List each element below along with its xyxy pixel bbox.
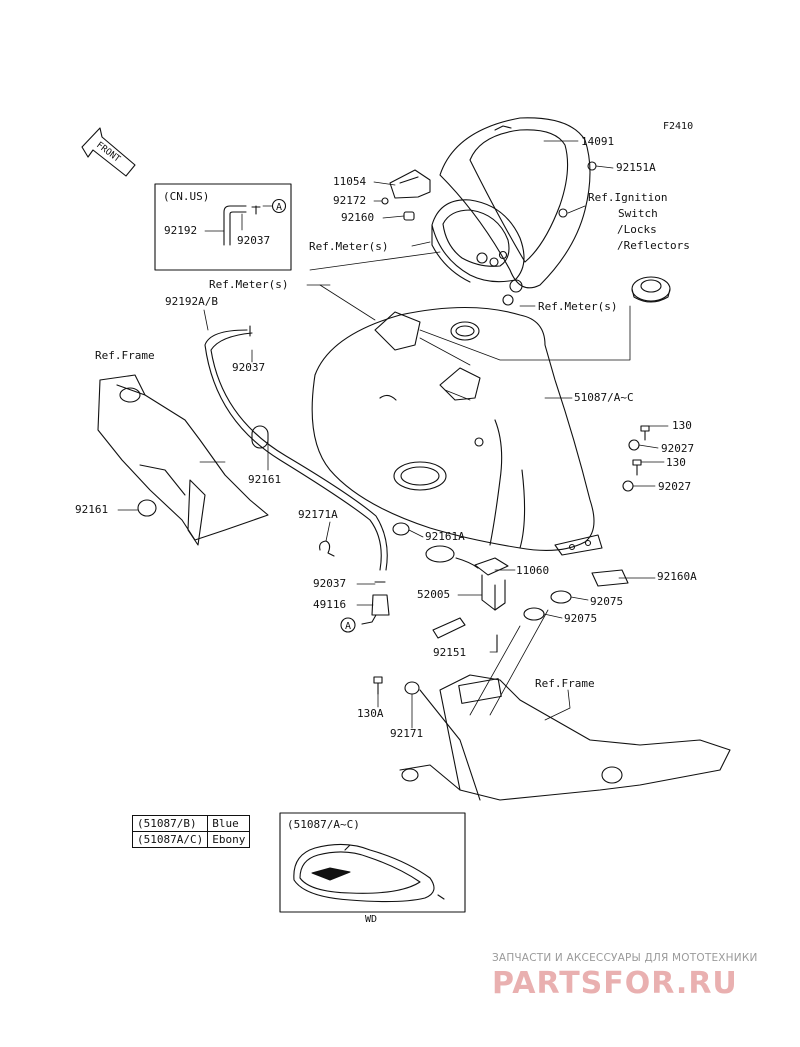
inset-hose [223,205,247,246]
label-130-a: 130 [672,419,692,432]
label-92192AB: 92192A/B [165,295,218,308]
label-ref-meter-3: Ref.Meter(s) [538,300,618,313]
detail-box [279,812,466,913]
valve-49116 [361,594,390,625]
grommet-right [502,294,514,306]
label-11060: 11060 [516,564,550,577]
label-ref-ignition-2: Switch [618,207,658,220]
label-49116: 49116 [313,598,347,611]
label-92160A: 92160A [657,570,697,583]
inset-box [154,183,292,271]
grommet-92151A [587,161,597,171]
label-92075-b: 92075 [564,612,598,625]
inset-part-92192: 92192 [164,224,198,237]
label-92151A-top: 92151A [616,161,656,174]
rubber-92161-right [251,425,269,449]
label-52005: 52005 [417,588,451,601]
label-ref-ignition-1: Ref.Ignition [588,191,668,204]
rubber-92161A [392,522,410,536]
left-frame [97,374,269,546]
washer-92027-a [628,439,640,451]
fuel-tank [311,306,603,556]
inset-callout-letter: A [276,202,282,213]
washer-92027-b [622,480,634,492]
label-92171: 92171 [390,727,424,740]
label-92172: 92172 [333,194,367,207]
detail-title: (51087/A~C) [287,818,360,831]
label-92161-left: 92161 [75,503,109,516]
label-92037-low: 92037 [313,577,347,590]
inset-title: (CN.US) [163,190,210,203]
leader-lines [117,140,669,729]
legend-color: Ebony [207,831,251,848]
label-92151: 92151 [433,646,467,659]
label-ref-ignition-4: /Reflectors [617,239,690,252]
label-92075-a: 92075 [590,595,624,608]
label-130A: 130A [357,707,384,720]
label-92027-b: 92027 [658,480,692,493]
front-arrow-icon [81,127,136,177]
watermark-logo: PARTSFOR.RU [492,966,738,1001]
rubber-92161-left [137,499,157,517]
label-ref-meter-2: Ref.Meter(s) [209,278,289,291]
label-92171A: 92171A [298,508,338,521]
watermark-tagline: ЗАПЧАСТИ И АКСЕССУАРЫ ДЛЯ МОТОТЕХНИКИ [492,952,758,964]
meter-bracket [389,169,431,199]
legend-row: (51087/B) Blue [131,815,251,832]
legend-code: (51087A/C) [131,831,209,848]
label-ref-ignition-3: /Locks [617,223,657,236]
label-ref-frame-right: Ref.Frame [535,677,595,690]
label-ref-meter-1: Ref.Meter(s) [309,240,389,253]
label-11054: 11054 [333,175,367,188]
detail-tank [293,843,445,903]
inset-part-92037: 92037 [237,234,271,247]
label-130-b: 130 [666,456,686,469]
legend-row: (51087A/C) Ebony [131,831,251,848]
bolt-130-a [640,425,650,441]
rubber-92075-b [523,607,545,621]
meter-cover [439,117,591,289]
grommet-92171 [404,681,420,695]
meter-unit [431,199,525,293]
inset-callout-circle [271,198,287,214]
label-92160: 92160 [341,211,375,224]
color-legend: (51087/B) Blue (51087A/C) Ebony [131,815,251,848]
detail-caption: WD [365,914,378,925]
rubber-92075-a [550,590,572,604]
legend-code: (51087/B) [131,815,209,832]
fuel-hose [204,329,388,571]
bolt-130-b [632,459,642,476]
bolt-130A [373,676,383,695]
label-92027-a: 92027 [661,442,695,455]
grommet-92160 [403,211,415,221]
fuel-pump [425,545,509,653]
legend-color: Blue [207,815,251,832]
label-14091: 14091 [581,135,615,148]
pad-92160A [591,569,629,587]
callout-a-letter: A [345,621,351,632]
bolt-92172 [381,197,389,205]
clip-92171A [319,540,335,557]
label-51087: 51087/A~C [574,391,634,404]
callout-a-circle [340,617,356,633]
label-92037-mid: 92037 [232,361,266,374]
label-92161A: 92161A [425,530,465,543]
right-frame [399,674,731,801]
label-ref-frame-left: Ref.Frame [95,349,155,362]
ignition-cap [631,276,671,303]
label-92161-right: 92161 [248,473,282,486]
inset-clamp [251,205,261,215]
figure-code: F2410 [663,121,694,132]
